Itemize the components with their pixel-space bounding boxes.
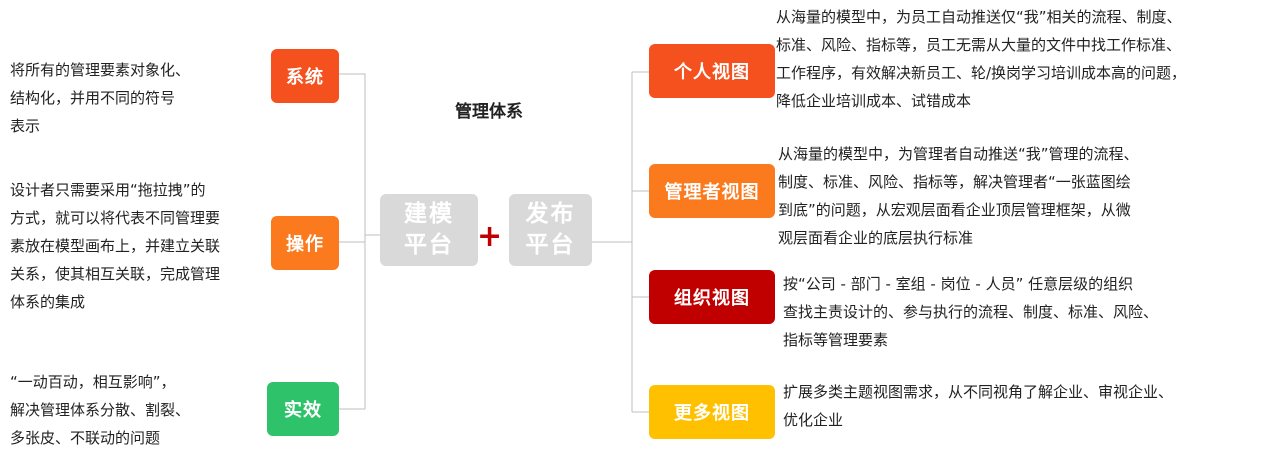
desc-org-view: 按“公司 - 部门 - 室组 - 岗位 - 人员” 任意层级的组织 查找主责设计… (783, 275, 1159, 349)
desc-system: 将所有的管理要素对象化、 结构化，并用不同的符号 表示 (10, 61, 191, 135)
connector-left-tree (339, 73, 380, 410)
node-manager-view: 管理者视图 (649, 164, 775, 218)
node-system: 系统 (271, 49, 339, 103)
node-effect: 实效 (267, 382, 339, 436)
publish-platform-box: 发布 平台 (509, 194, 592, 266)
desc-operation: 设计者只需要采用“拖拉拽”的 方式，就可以将代表不同管理要 素放在模型画布上，并… (10, 181, 221, 311)
connector-right-tree (592, 71, 649, 413)
node-more-view: 更多视图 (649, 385, 775, 439)
publish-platform-label: 发布 平台 (525, 201, 576, 258)
desc-more-view: 扩展多类主题视图需求，从不同视角了解企业、审视企业、 优化企业 (783, 383, 1174, 429)
plus-sign: + (477, 219, 503, 254)
desc-manager-view: 从海量的模型中，为管理者自动推送“我”管理的流程、 制度、标准、风险、指标等，解… (778, 145, 1139, 247)
desc-effect: “一动百动，相互影响”， 解决管理体系分散、割裂、 多张皮、不联动的问题 (10, 373, 191, 447)
modeling-platform-box: 建模 平台 (380, 194, 478, 266)
desc-personal-view: 从海量的模型中，为员工自动推送仅“我”相关的流程、制度、 标准、风险、指标等，员… (776, 8, 1187, 110)
node-operation: 操作 (271, 216, 339, 270)
node-org-view: 组织视图 (649, 270, 775, 324)
node-personal-view: 个人视图 (649, 44, 775, 98)
diagram-title: 管理体系 (455, 102, 523, 122)
modeling-platform-label: 建模 平台 (404, 201, 454, 258)
